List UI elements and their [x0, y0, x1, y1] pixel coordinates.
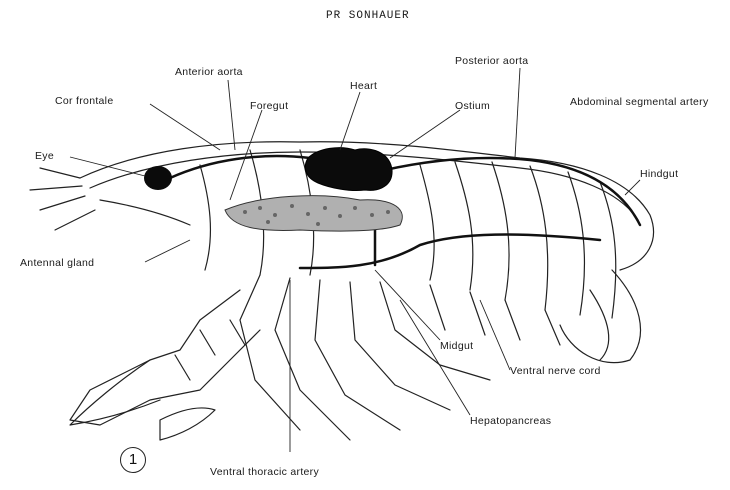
hepatopancreas-organ [225, 196, 402, 231]
leader-ostium [390, 110, 460, 158]
leader-posterior-aorta [515, 68, 520, 158]
cheliped [175, 320, 245, 380]
leader-antennal-gland [145, 240, 190, 262]
ventral-artery-vessel [300, 235, 600, 268]
abdomen-segment [568, 172, 584, 315]
heart-organ [305, 148, 392, 191]
tail-fan [560, 270, 640, 363]
walking-leg [315, 280, 400, 430]
claw-pincer [160, 408, 215, 440]
label-heart: Heart [350, 80, 377, 92]
cheliped [70, 290, 260, 425]
label-antennal-gland: Antennal gland [20, 257, 94, 269]
walking-leg [275, 278, 350, 440]
leader-anterior-aorta [228, 80, 235, 150]
walking-leg [240, 275, 300, 430]
tail-fan [590, 290, 609, 360]
posterior-aorta-vessel [385, 158, 640, 225]
claw-pincer [70, 360, 160, 425]
abdomen-segment [492, 162, 509, 300]
abdomen-segment [420, 165, 434, 280]
leader-cor-frontale [150, 104, 220, 150]
eye-organ [144, 166, 172, 190]
abdomen-segment [455, 162, 473, 290]
antenna [30, 168, 95, 230]
label-ventral-thoracic-artery: Ventral thoracic artery [210, 466, 319, 478]
anterior-aorta-vessel [170, 156, 310, 178]
label-ostium: Ostium [455, 100, 490, 112]
abdomen-segment [530, 166, 548, 310]
leader-hepatopancreas [400, 300, 470, 415]
label-eye: Eye [35, 150, 54, 162]
cephalothorax-groove [200, 165, 210, 270]
label-abdominal-segmental-artery: Abdominal segmental artery [570, 95, 710, 109]
walking-leg [380, 282, 490, 380]
label-anterior-aorta: Anterior aorta [175, 66, 243, 78]
label-posterior-aorta: Posterior aorta [455, 55, 528, 67]
leader-heart [340, 92, 360, 150]
leader-eye [70, 157, 145, 176]
figure-title: PR SONHAUER [326, 10, 410, 22]
figure-number-badge: 1 [120, 447, 146, 473]
label-ventral-nerve-cord: Ventral nerve cord [510, 365, 601, 377]
abdomen-segment [600, 182, 616, 318]
label-hepatopancreas: Hepatopancreas [470, 415, 551, 427]
label-hindgut: Hindgut [640, 168, 678, 180]
label-foregut: Foregut [250, 100, 288, 112]
label-midgut: Midgut [440, 340, 473, 352]
leader-hindgut [625, 180, 640, 195]
antenna [100, 200, 190, 225]
label-cor-frontale: Cor frontale [55, 95, 113, 107]
